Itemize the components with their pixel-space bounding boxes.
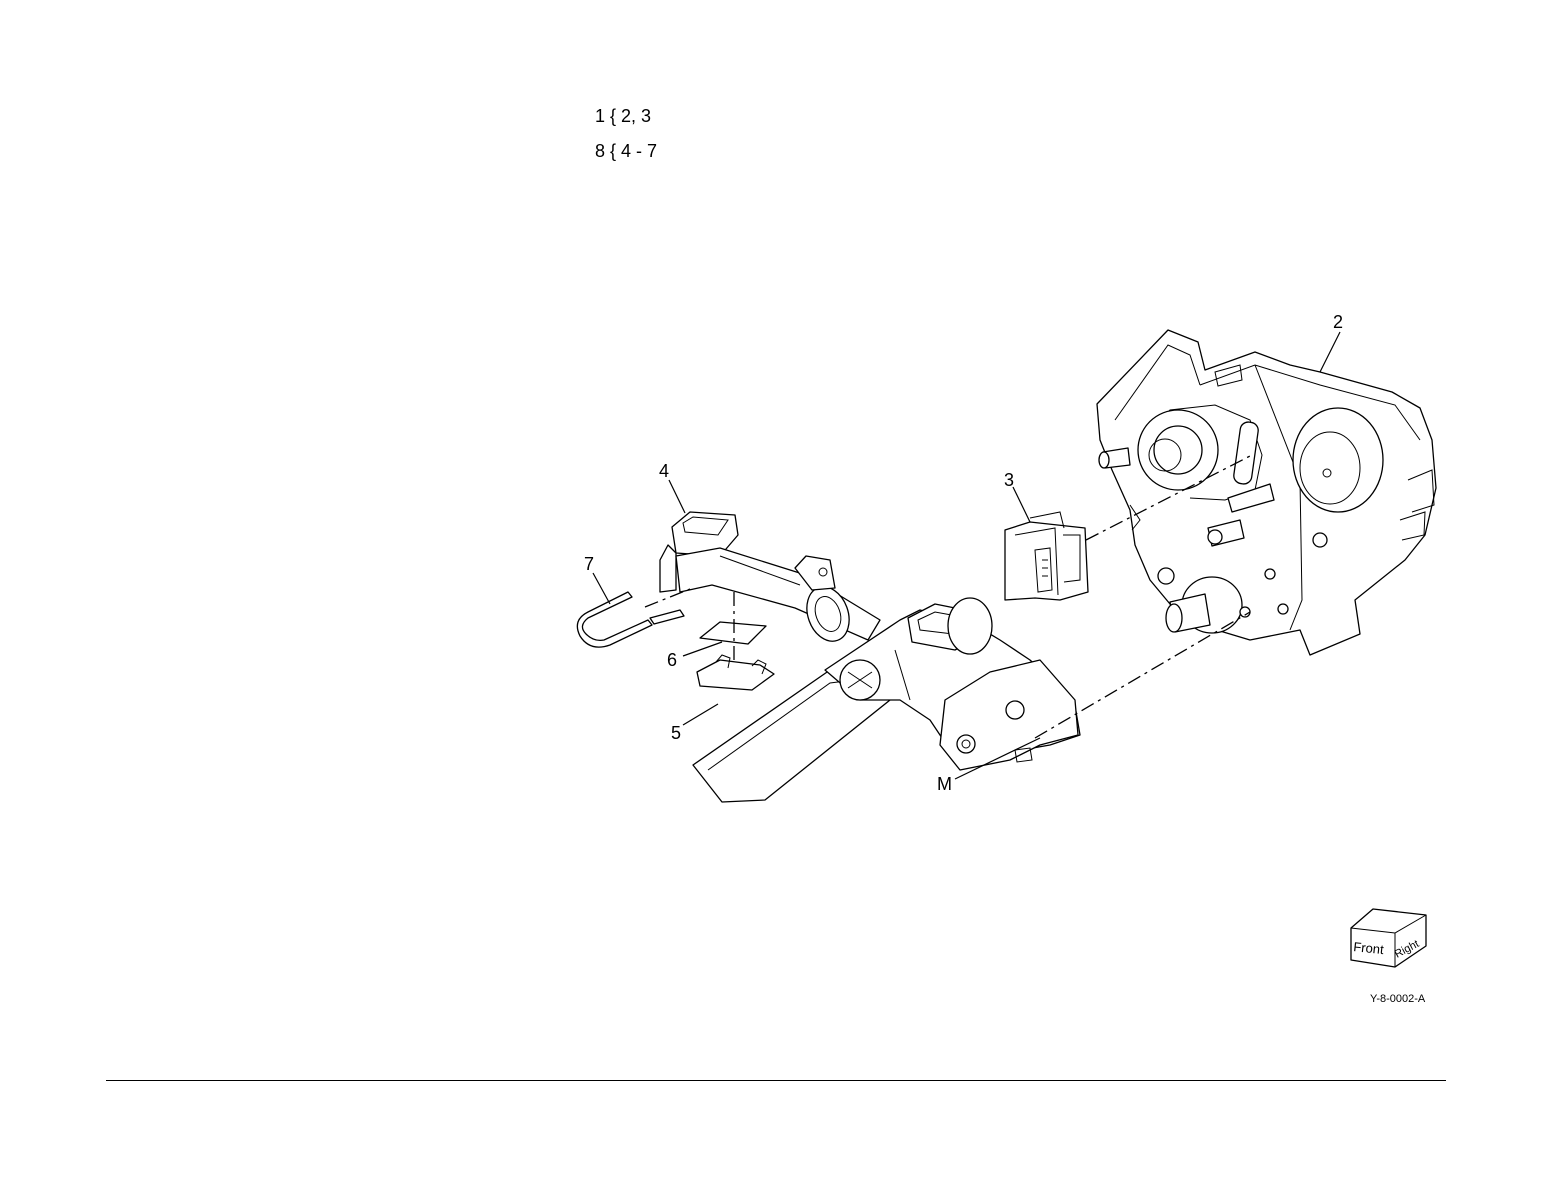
callout-7: 7	[584, 554, 594, 574]
leader-4	[669, 480, 685, 513]
leader-2	[1320, 332, 1340, 372]
callout-4: 4	[659, 461, 669, 481]
leader-5	[683, 704, 718, 725]
callout-2: 2	[1333, 312, 1343, 332]
part-5-clip	[697, 655, 774, 690]
part-2-drive-housing	[1097, 330, 1436, 655]
callout-6: 6	[667, 650, 677, 670]
leader-7	[593, 573, 610, 604]
leader-3	[1013, 487, 1030, 522]
figure-id: Y-8-0002-A	[1370, 993, 1425, 1005]
leader-6	[683, 642, 722, 656]
part-3-connector	[1005, 512, 1088, 600]
cube-front-label: Front	[1353, 939, 1385, 957]
part-7-u-pin	[577, 592, 684, 647]
callout-m: M	[937, 774, 952, 794]
part-6-pad	[700, 622, 766, 644]
orientation-cube-icon: Front Right	[1351, 909, 1426, 967]
footer-rule	[106, 1080, 1446, 1081]
callout-3: 3	[1004, 470, 1014, 490]
callout-5: 5	[671, 723, 681, 743]
